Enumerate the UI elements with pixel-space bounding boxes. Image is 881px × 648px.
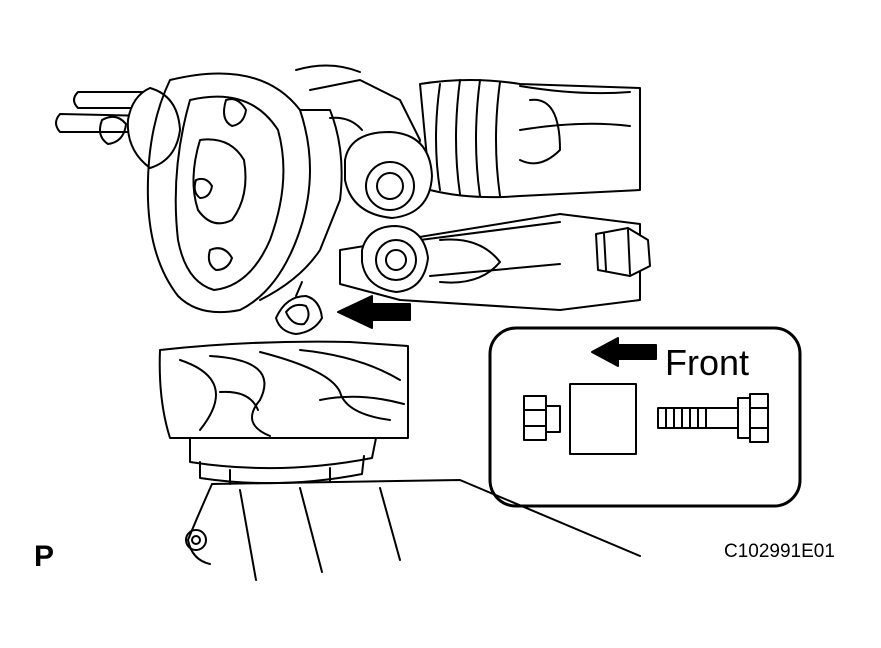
front-arrow-icon <box>591 337 657 367</box>
inset-front-label: Front <box>665 342 750 383</box>
wooden-block <box>158 340 409 439</box>
upper-bushing <box>344 131 433 219</box>
inset-panel <box>488 326 802 508</box>
view-letter: P <box>34 540 55 573</box>
ball-joint-bolt <box>275 281 323 335</box>
pointer-arrow <box>337 295 411 329</box>
figure-code: C102991E01 <box>724 541 835 562</box>
jack-saddle <box>189 437 377 485</box>
bolt-icon <box>657 393 769 443</box>
drive-shaft-boot <box>419 79 641 199</box>
arm-bolt <box>595 227 651 277</box>
lower-bushing <box>361 225 429 293</box>
block-icon <box>569 383 637 455</box>
jack-body <box>185 479 641 581</box>
steering-knuckle <box>146 64 421 314</box>
nut-icon <box>523 395 561 441</box>
